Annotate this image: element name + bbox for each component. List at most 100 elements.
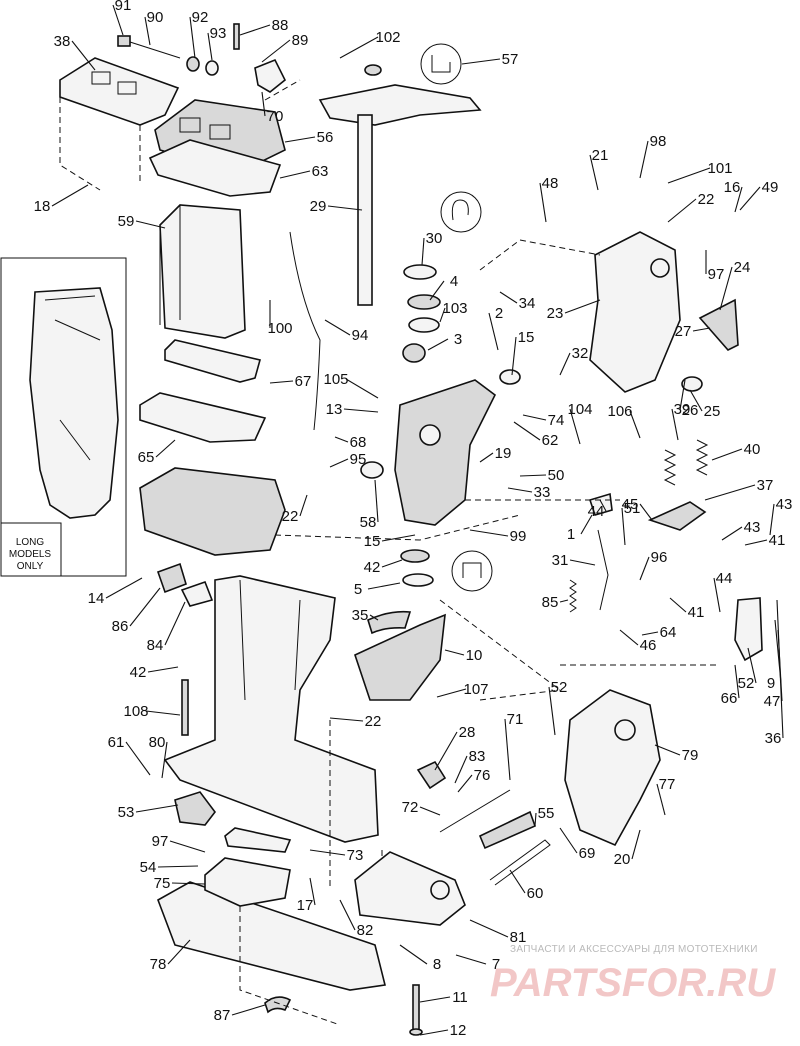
leader-line [504,718,511,781]
callout-26: 26 [679,379,699,419]
callout-14: 14 [88,577,143,607]
callout-number: 27 [675,323,692,340]
callout-number: 80 [149,734,166,751]
callout-number: 11 [452,989,468,1006]
callout-number: 21 [592,147,609,164]
callout-93: 93 [207,25,227,61]
callout-99: 99 [469,528,526,545]
callout-88: 88 [239,17,289,36]
leader-line [105,577,143,599]
callout-18: 18 [34,184,89,215]
callout-number: 26 [682,402,699,419]
leader-line [135,804,179,813]
callout-43: 43 [769,496,793,536]
callout-70: 70 [261,91,283,125]
leader-line [51,184,89,207]
callout-number: 47 [764,693,781,710]
callout-72: 72 [402,799,441,816]
callout-number: 12 [450,1022,467,1039]
callout-number: 24 [734,259,751,276]
callout-number: 52 [551,679,568,696]
callout-number: 44 [716,570,733,587]
callout-58: 58 [360,479,379,531]
callout-73: 73 [309,847,363,864]
callout-number: 87 [214,1007,231,1024]
leader-line [439,307,446,323]
callout-55: 55 [534,805,554,827]
callout-number: 93 [210,25,227,42]
callout-number: 88 [272,17,289,34]
leader-line [461,58,501,65]
callout-number: 15 [364,533,381,550]
callout-90: 90 [144,9,163,46]
callout-number: 60 [527,885,544,902]
callout-number: 14 [88,590,105,607]
callout-15: 15 [511,329,535,376]
leader-line [261,39,291,63]
leader-line [444,649,465,656]
leader-line [279,170,311,179]
callout-28: 28 [434,724,475,771]
callout-number: 68 [350,434,367,451]
leader-line [324,319,351,336]
leader-line [509,869,526,894]
leader-line [164,601,186,646]
callout-42: 42 [130,664,179,681]
leader-line [284,136,316,143]
callout-105: 105 [323,371,379,399]
leader-line [239,24,271,36]
callout-number: 89 [292,32,309,49]
callout-5: 5 [354,581,401,598]
callout-39: 39 [671,401,690,441]
callout-number: 49 [762,179,779,196]
leader-line [454,755,468,784]
callout-number: 63 [312,163,329,180]
callout-57: 57 [461,51,518,68]
callout-number: 108 [123,703,148,720]
callout-number: 22 [365,713,382,730]
callout-38: 38 [54,33,96,71]
leader-line [112,4,124,36]
leader-line [269,380,294,384]
callout-54: 54 [140,859,199,876]
callout-number: 22 [698,191,715,208]
callout-96: 96 [639,549,667,581]
leader-line [667,167,711,184]
callout-number: 91 [115,0,132,14]
callout-number: 43 [776,496,793,513]
callout-83: 83 [454,748,485,784]
callout-number: 18 [34,198,51,215]
leader-line [309,877,316,906]
callout-number: 72 [402,799,419,816]
leader-line [559,827,578,854]
leader-line [559,352,571,376]
callout-24: 24 [719,259,751,311]
leader-line [419,1029,449,1036]
leader-line [399,944,428,965]
callout-71: 71 [504,711,523,781]
callout-number: 76 [474,767,491,784]
callout-108: 108 [123,703,181,720]
leader-line [369,614,379,621]
callout-number: 36 [765,730,782,747]
callout-number: 100 [267,320,292,337]
callout-67: 67 [269,373,311,390]
leader-line [639,503,653,521]
leader-line [692,327,711,332]
callout-number: 15 [518,329,535,346]
callout-52: 52 [548,679,568,736]
leader-line [769,503,775,536]
callout-100: 100 [267,300,293,337]
callout-31: 31 [552,552,596,569]
leader-line [434,731,458,771]
callout-63: 63 [279,163,329,180]
callout-number: 10 [466,647,483,664]
leader-line [776,599,784,739]
callout-17: 17 [297,877,316,914]
leader-line [713,577,721,613]
leader-line [329,717,364,722]
callout-16: 16 [724,179,743,213]
leader-line [513,421,541,441]
leader-line [421,237,425,266]
leader-line [629,410,641,439]
